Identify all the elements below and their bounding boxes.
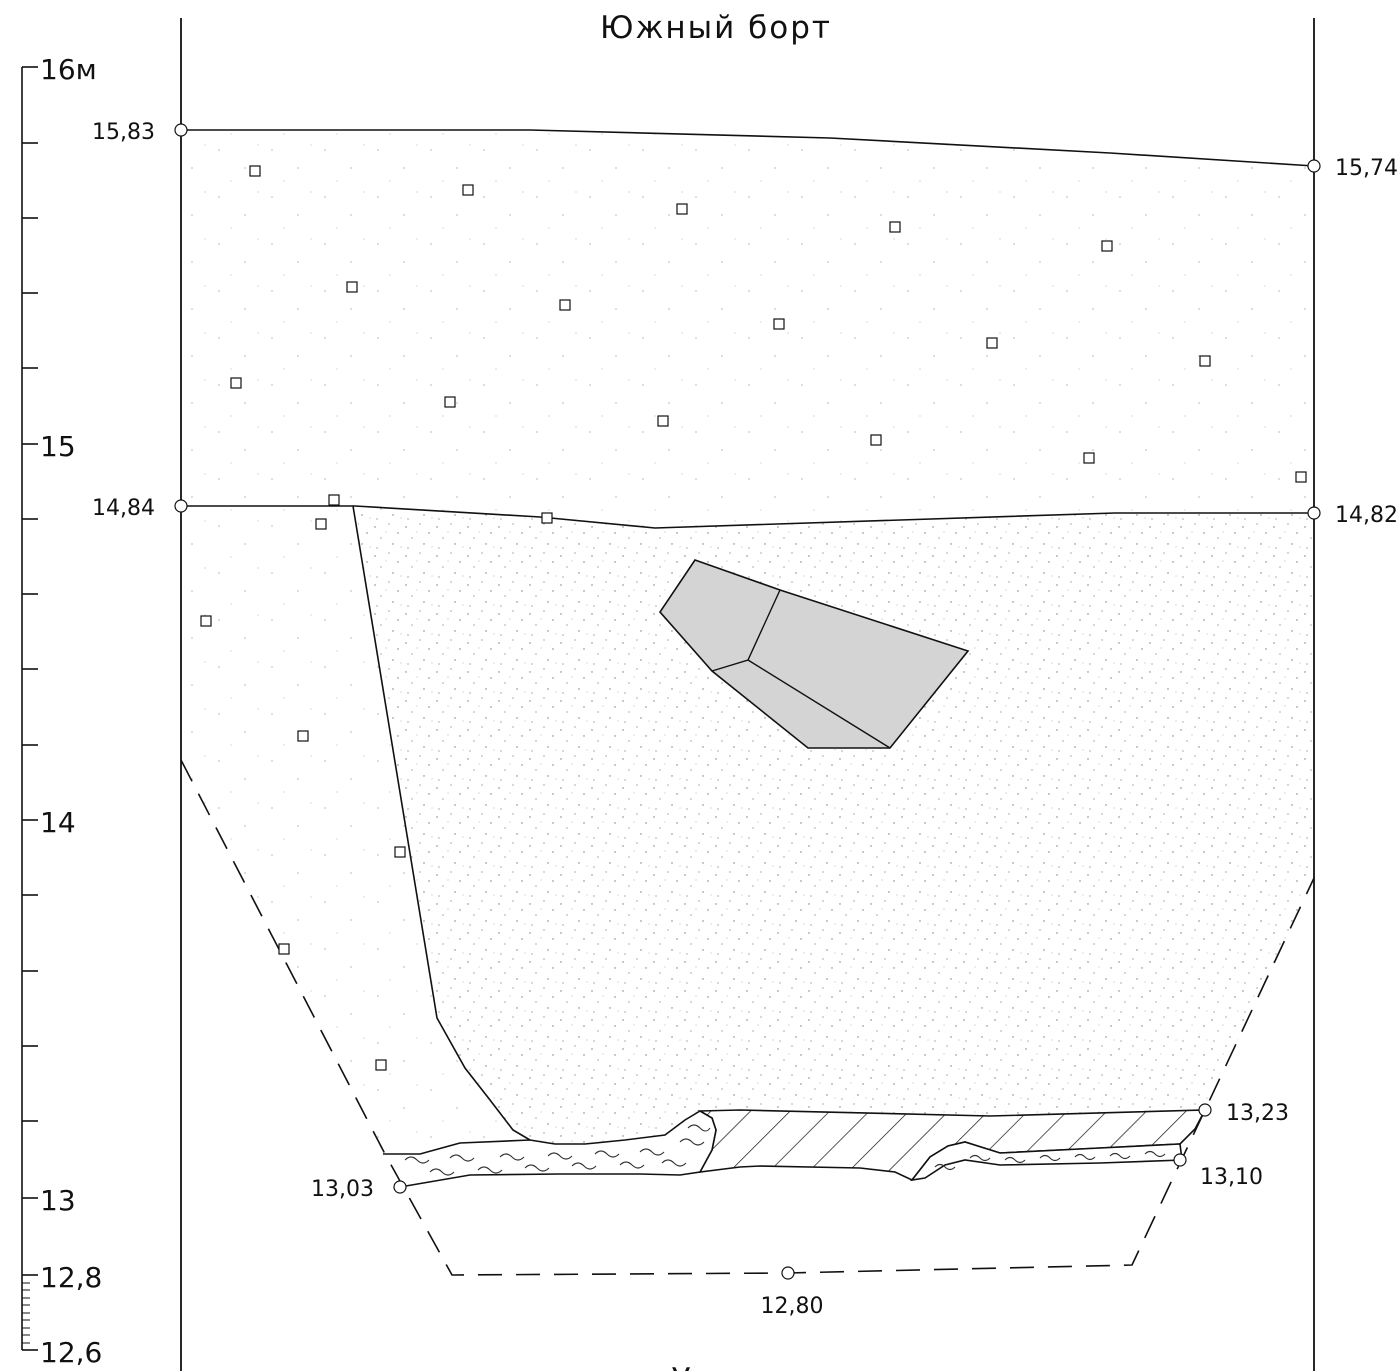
stone (658, 559, 970, 749)
title-top: Южный борт (600, 10, 832, 46)
top-surface-line (181, 129, 1315, 167)
pit-wall-line (352, 505, 531, 1141)
sand-layer-fill (355, 506, 1314, 1144)
wavy-lens-left (383, 1110, 717, 1188)
elevation-label-lower-right-upper: 13,23 (1226, 1101, 1289, 1126)
scale-label-14: 14 (40, 806, 76, 839)
elevation-label-mid-left: 14,84 (92, 496, 155, 521)
elevation-label-bottom: 12,80 (761, 1294, 824, 1319)
scale-label-16: 16м (40, 53, 97, 86)
elevation-label-lower-right-lower: 13,10 (1200, 1165, 1263, 1190)
scale-minor-ticks (22, 1282, 30, 1344)
vertical-scale (21, 66, 38, 1351)
left-layer-fill (181, 506, 530, 1154)
wavy-lens-right (910, 1141, 1183, 1182)
elevation-label-lower-left: 13,03 (311, 1177, 374, 1202)
scale-label-13: 13 (40, 1184, 76, 1217)
scale-label-12-8: 12,8 (40, 1261, 102, 1294)
elevation-label-top-left: 15,83 (92, 120, 155, 145)
layer-boundary-line (181, 505, 1314, 529)
elevation-label-mid-right: 14,82 (1335, 503, 1398, 528)
elevation-label-top-right: 15,74 (1335, 156, 1398, 181)
inclusion-markers (200, 165, 1307, 1071)
scale-label-12-6: 12,6 (40, 1336, 102, 1369)
title-bottom: Уголвище (672, 1362, 849, 1371)
elevation-markers (174, 123, 1321, 1280)
upper-layer-fill (181, 130, 1314, 528)
scale-label-15: 15 (40, 430, 76, 463)
